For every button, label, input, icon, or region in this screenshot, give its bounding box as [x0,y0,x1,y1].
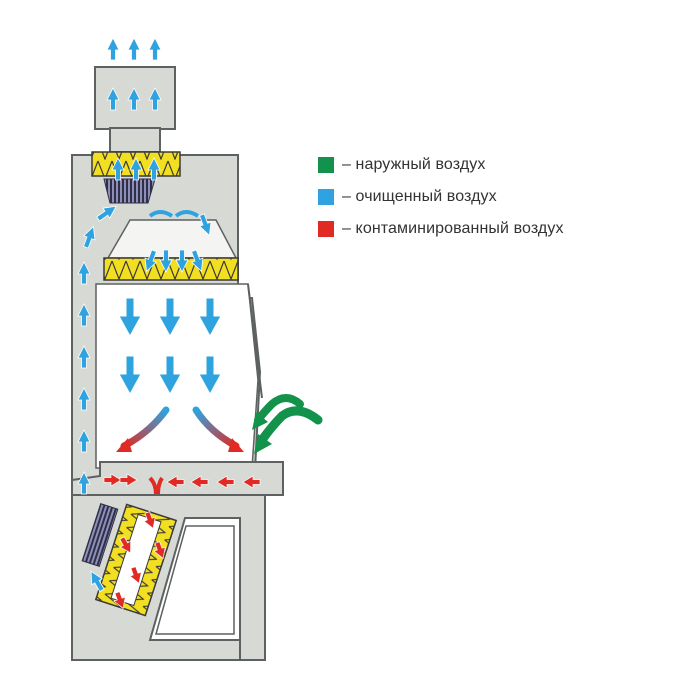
sash-window [247,283,263,399]
split-flow-arrows [116,406,244,452]
legend-item-clean-air: – очищенный воздух [318,187,564,207]
grille-intake-arrows [103,473,261,495]
red-square-icon [318,221,334,237]
legend-label: – контаминированный воздух [342,220,564,237]
inflow-arrows [252,394,323,454]
supply-swirl-arrows [140,210,216,274]
lower-fan-grille [81,503,119,567]
blue-square-icon [318,189,334,205]
supply-hepa-filter [103,219,239,281]
lower-hepa-filter [94,503,178,617]
legend-label: – очищенный воздух [342,188,497,205]
legend: – наружный воздух – очищенный воздух – к… [318,155,564,251]
legend-label: – наружный воздух [342,156,486,173]
legend-item-outside-air: – наружный воздух [318,155,564,175]
exhaust-collar [109,127,161,153]
stand-opening [155,525,235,635]
legend-item-contaminated-air: – контаминированный воздух [318,219,564,239]
exhaust-fan-grille [103,178,156,204]
green-square-icon [318,157,334,173]
